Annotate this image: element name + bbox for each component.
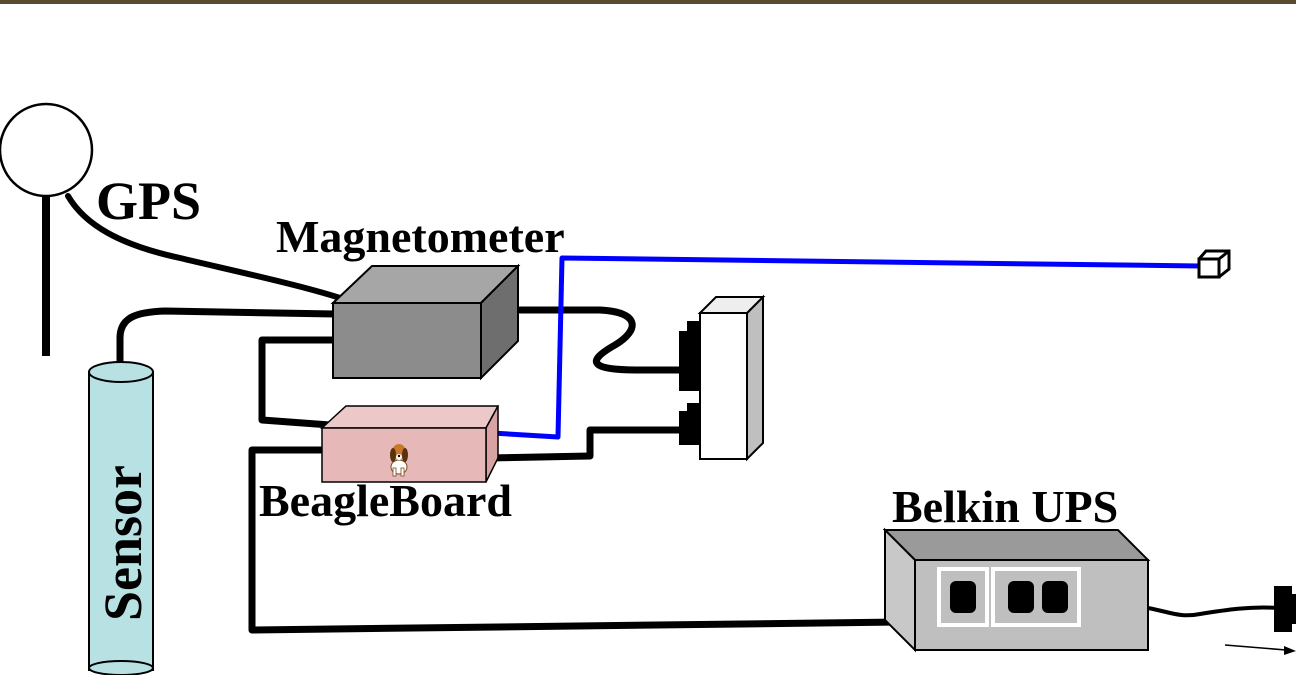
gps-cable [65,193,343,301]
sensor-label: Sensor [93,465,153,621]
network-switch-front [699,312,748,460]
magnetometer-box [330,263,521,381]
cables [65,193,1280,634]
ups-plug-cable [1146,605,1280,618]
top-banner-strip [0,0,1296,4]
beagleboard-switch-cable [483,426,694,462]
gps-antenna-icon [0,102,94,198]
beagleboard-top [320,405,500,429]
magnetometer-label: Magnetometer [276,211,565,262]
sensor-cylinder [88,361,154,675]
ups-outlet-3 [1042,581,1068,613]
power-plug-icon [1224,586,1296,655]
beagleboard-box [320,405,500,483]
sensor-cable [116,307,339,366]
network-switch [679,294,766,462]
magnetometer-beagleboard-cable [258,336,339,429]
gps-label: GPS [96,171,201,231]
ups-unit [882,527,1151,653]
ups-top [882,529,1151,561]
network-cable [489,255,1203,440]
beagle-dog-icon [390,444,408,477]
switch-port-bottom-jack [687,403,701,417]
ups-outlet-2 [1008,581,1034,613]
switch-port-top-jack [687,321,701,337]
network-switch-side [746,294,764,462]
switch-port-top [679,331,701,391]
gps-antenna [0,102,94,356]
power-arrow-icon [1224,644,1287,651]
beagleboard-label: BeagleBoard [259,475,512,526]
magnetometer-front [332,302,482,379]
remote-endpoint-cube [1197,249,1231,279]
magnetometer-switch-cable [516,306,694,374]
ups-label: Belkin UPS [892,481,1118,532]
beagleboard-ups-cable [248,446,904,634]
ups-outlet-1 [950,581,976,613]
